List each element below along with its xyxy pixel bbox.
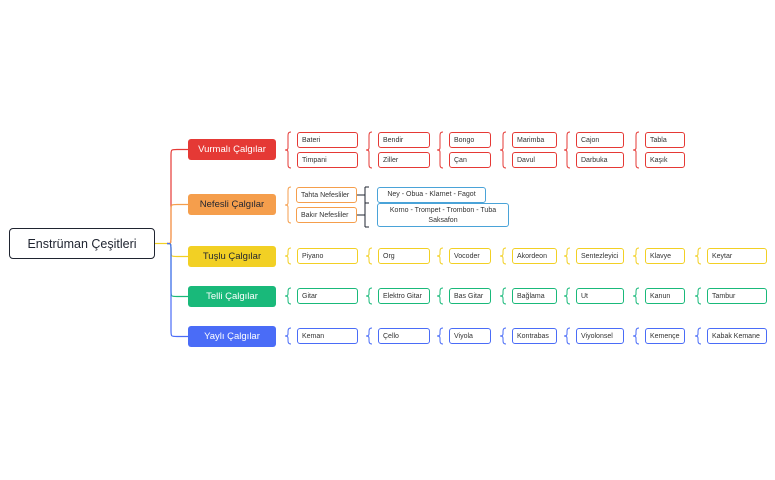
leaf-vurmali-10[interactable]: Darbuka: [576, 152, 624, 168]
connector-path: [694, 327, 702, 345]
leaf-tuslu-4[interactable]: Sentezleyici: [576, 248, 624, 264]
connector-path: [166, 242, 188, 298]
connector-path: [365, 131, 373, 169]
leaf-yayli-5[interactable]: Kemençe: [645, 328, 685, 344]
root-topic[interactable]: Enstrüman Çeşitleri: [9, 228, 155, 259]
leaf-vurmali-7[interactable]: Ziller: [378, 152, 430, 168]
leaf-vurmali-1[interactable]: Bendir: [378, 132, 430, 148]
category-vurmali[interactable]: Vurmalı Çalgılar: [188, 139, 276, 160]
connector-path: [499, 131, 507, 169]
leaf-vurmali-11[interactable]: Kaşık: [645, 152, 685, 168]
subcategory-items-1[interactable]: Korno - Trompet - Trombon - Tuba Saksafo…: [377, 203, 509, 227]
connector-path: [499, 287, 507, 305]
connector-path: [365, 327, 373, 345]
connector-path: [357, 202, 369, 228]
connector-path: [632, 327, 640, 345]
leaf-tuslu-5[interactable]: Klavye: [645, 248, 685, 264]
connector-path: [284, 186, 292, 224]
leaf-vurmali-5[interactable]: Tabla: [645, 132, 685, 148]
connector-path: [436, 247, 444, 265]
connector-path: [563, 131, 571, 169]
leaf-tuslu-0[interactable]: Piyano: [297, 248, 358, 264]
leaf-telli-5[interactable]: Kanun: [645, 288, 685, 304]
leaf-vurmali-4[interactable]: Cajon: [576, 132, 624, 148]
category-telli[interactable]: Telli Çalgılar: [188, 286, 276, 307]
leaf-telli-2[interactable]: Bas Gitar: [449, 288, 491, 304]
connector-path: [499, 327, 507, 345]
connector-path: [365, 247, 373, 265]
category-yayli[interactable]: Yaylı Çalgılar: [188, 326, 276, 347]
leaf-vurmali-8[interactable]: Çan: [449, 152, 491, 168]
subcategory-0[interactable]: Tahta Nefesliler: [296, 187, 357, 203]
connector-path: [436, 327, 444, 345]
leaf-vurmali-0[interactable]: Bateri: [297, 132, 358, 148]
leaf-vurmali-6[interactable]: Timpani: [297, 152, 358, 168]
leaf-telli-3[interactable]: Bağlama: [512, 288, 557, 304]
connector-path: [284, 327, 292, 345]
category-tuslu[interactable]: Tuşlu Çalgılar: [188, 246, 276, 267]
connector-path: [166, 203, 188, 245]
leaf-yayli-2[interactable]: Viyola: [449, 328, 491, 344]
connector-path: [166, 148, 188, 245]
connector-path: [694, 247, 702, 265]
connector-path: [632, 131, 640, 169]
leaf-vurmali-9[interactable]: Davul: [512, 152, 557, 168]
leaf-telli-6[interactable]: Tambur: [707, 288, 767, 304]
leaf-tuslu-6[interactable]: Keytar: [707, 248, 767, 264]
connector-path: [284, 131, 292, 169]
leaf-tuslu-1[interactable]: Org: [378, 248, 430, 264]
leaf-tuslu-2[interactable]: Vocoder: [449, 248, 491, 264]
subcategory-1[interactable]: Bakır Nefesliler: [296, 207, 357, 223]
leaf-yayli-1[interactable]: Çello: [378, 328, 430, 344]
leaf-vurmali-3[interactable]: Marimba: [512, 132, 557, 148]
connector-path: [563, 327, 571, 345]
leaf-telli-4[interactable]: Ut: [576, 288, 624, 304]
subcategory-items-0[interactable]: Ney - Obua - Klarnet - Fagot: [377, 187, 486, 203]
connector-path: [166, 242, 188, 338]
connector-path: [357, 186, 369, 204]
category-nefesli[interactable]: Nefesli Çalgılar: [188, 194, 276, 215]
connector-path: [284, 287, 292, 305]
connector-path: [563, 287, 571, 305]
leaf-yayli-0[interactable]: Keman: [297, 328, 358, 344]
connector-path: [632, 247, 640, 265]
connector-path: [694, 287, 702, 305]
leaf-telli-0[interactable]: Gitar: [297, 288, 358, 304]
leaf-yayli-3[interactable]: Kontrabas: [512, 328, 557, 344]
leaf-yayli-6[interactable]: Kabak Kemane: [707, 328, 767, 344]
connector-path: [166, 242, 188, 258]
connector-path: [436, 287, 444, 305]
connector-path: [436, 131, 444, 169]
leaf-vurmali-2[interactable]: Bongo: [449, 132, 491, 148]
leaf-telli-1[interactable]: Elektro Gitar: [378, 288, 430, 304]
connector-path: [499, 247, 507, 265]
leaf-yayli-4[interactable]: Viyolonsel: [576, 328, 624, 344]
connector-path: [632, 287, 640, 305]
leaf-tuslu-3[interactable]: Akordeon: [512, 248, 557, 264]
connector-path: [365, 287, 373, 305]
connector-path: [284, 247, 292, 265]
connector-path: [563, 247, 571, 265]
